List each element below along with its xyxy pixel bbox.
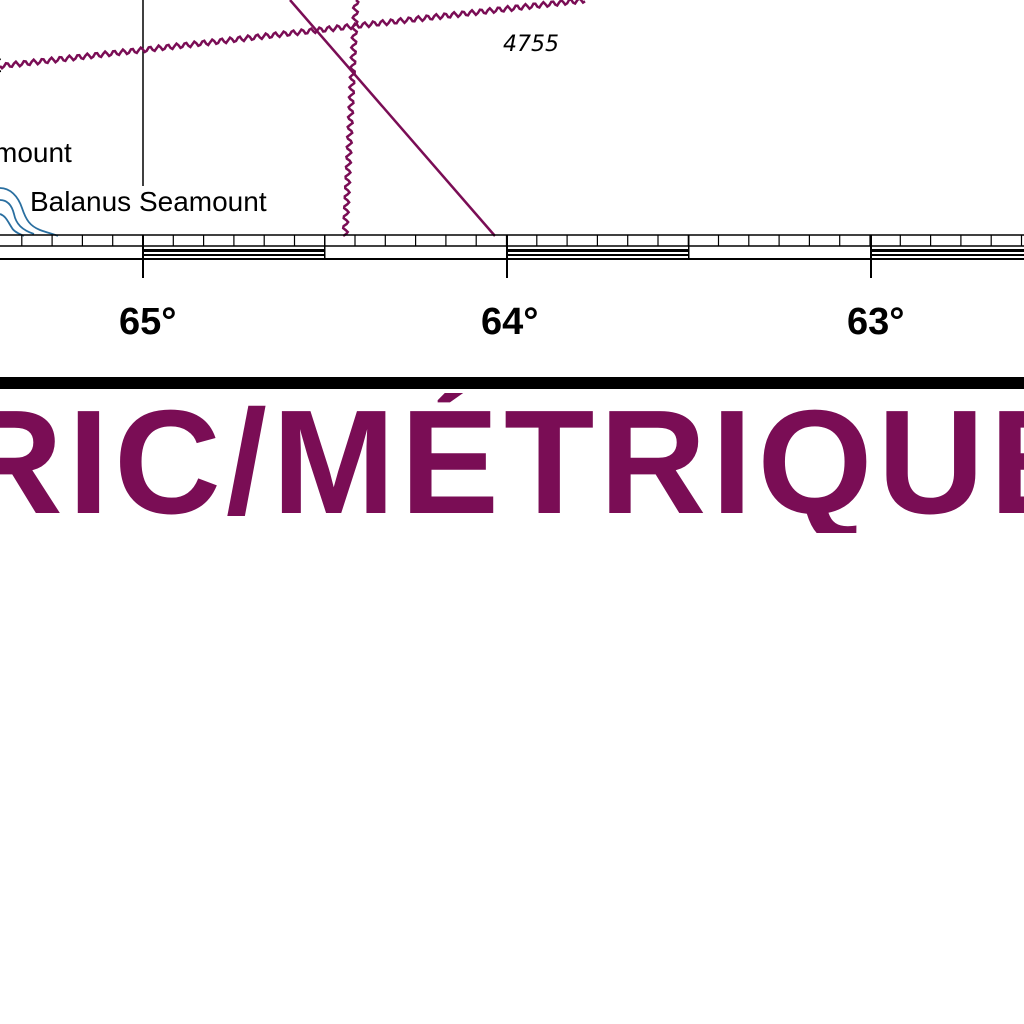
separator-rule [0, 377, 1024, 389]
chart-title: RIC/MÉTRIQUE [0, 393, 1024, 533]
partial-label-top: t [0, 48, 2, 78]
seamount-label-partial: mount [0, 137, 72, 168]
scale-bar-segment [143, 249, 325, 252]
chart-title-text: RIC/MÉTRIQUE [0, 393, 1024, 533]
depth-sounding: 4755 [503, 32, 559, 57]
boundary-line-vertical [341, 0, 360, 238]
scale-bar-segment [506, 254, 689, 256]
longitude-65-label: 65° [119, 301, 176, 343]
longitude-63-label: 63° [847, 301, 904, 343]
balanus-seamount-label: Balanus Seamount [30, 186, 267, 217]
scale-bar-segment [143, 254, 325, 256]
longitude-64-label: 64° [481, 301, 538, 343]
border-scale [0, 234, 1024, 278]
boundary-line-diagonal [289, 0, 496, 237]
scale-bar-segment [870, 254, 1024, 256]
scale-bar-segment [870, 249, 1024, 252]
boundary-line-horizontal [0, 0, 586, 70]
contour-lines [0, 187, 59, 237]
scale-bar-segment [506, 249, 689, 252]
